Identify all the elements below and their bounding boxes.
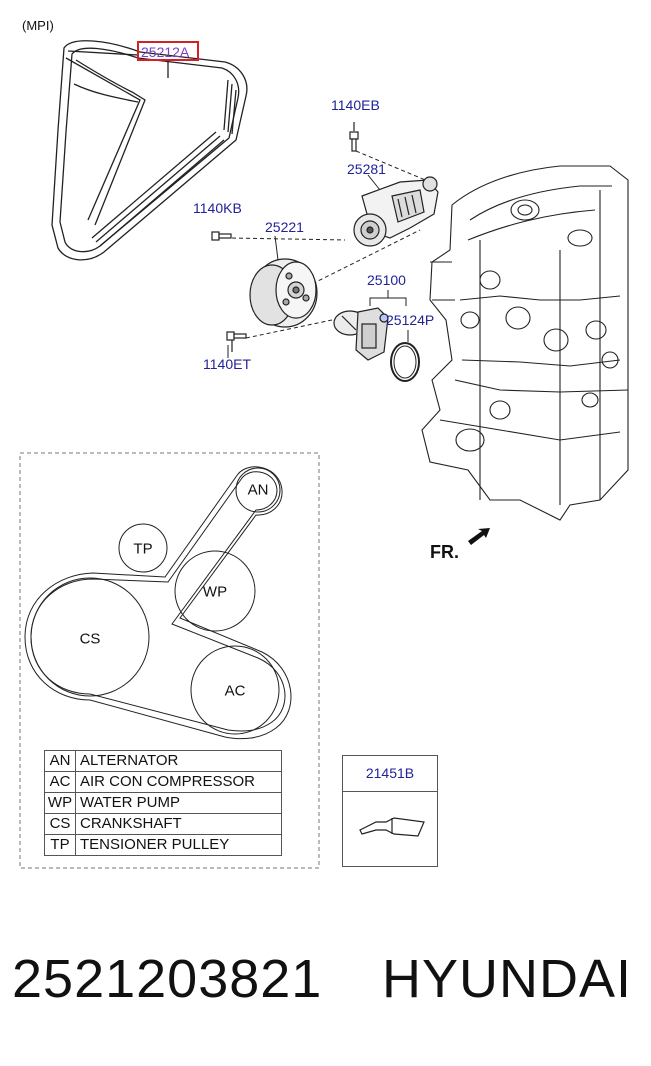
sealant-part-box: 21451B [342, 755, 438, 867]
legend-row: AC AIR CON COMPRESSOR [44, 771, 282, 793]
tensioner-assembly [353, 176, 439, 247]
bolt-1140eb [349, 122, 359, 152]
drive-belt [51, 40, 248, 261]
footer-brand: HYUNDAI [382, 949, 633, 1009]
pulley-label-cs: CS [79, 630, 101, 648]
pulley-legend-table: AN ALTERNATOR AC AIR CON COMPRESSOR WP W… [44, 750, 282, 856]
legend-abbr: CS [44, 813, 76, 835]
belt-routing-panel [19, 452, 320, 869]
callout-25221[interactable]: 25221 [265, 219, 304, 235]
engine-block [421, 165, 629, 521]
belt-routing-diagram [24, 466, 292, 740]
bolt-1140kb [211, 231, 232, 241]
front-arrow-icon [468, 528, 490, 545]
highlighted-part-number[interactable]: 25212A [141, 44, 190, 60]
sealant-part-number[interactable]: 21451B [343, 756, 437, 792]
sealant-tube-icon [359, 817, 425, 837]
water-pump [333, 307, 389, 361]
footer-part-number: 2521203821 [12, 949, 323, 1009]
legend-abbr: AC [44, 771, 76, 793]
callout-1140kb[interactable]: 1140KB [193, 200, 242, 216]
highlighted-part-box[interactable]: 25212A [137, 41, 199, 61]
pulley-wp [174, 550, 256, 632]
legend-row: AN ALTERNATOR [44, 750, 282, 772]
legend-row: WP WATER PUMP [44, 792, 282, 814]
front-marker: FR. [430, 542, 459, 562]
idler-pulley [249, 258, 318, 328]
legend-name: TENSIONER PULLEY [75, 834, 282, 856]
legend-name: CRANKSHAFT [75, 813, 282, 835]
callout-25124p[interactable]: 25124P [386, 312, 435, 328]
water-pump-gasket [390, 342, 420, 382]
leader-lines [227, 174, 409, 358]
pulley-label-tp: TP [133, 540, 153, 558]
legend-abbr: AN [44, 750, 76, 772]
legend-name: WATER PUMP [75, 792, 282, 814]
legend-name: ALTERNATOR [75, 750, 282, 772]
legend-row: CS CRANKSHAFT [44, 813, 282, 835]
legend-abbr: WP [44, 792, 76, 814]
legend-abbr: TP [44, 834, 76, 856]
pulley-label-ac: AC [224, 682, 246, 700]
pulley-label-an: AN [247, 481, 269, 499]
pulley-label-wp: WP [202, 583, 228, 601]
assembly-lines [231, 150, 431, 339]
legend-name: AIR CON COMPRESSOR [75, 771, 282, 793]
pulley-tp [118, 523, 168, 573]
callout-25100[interactable]: 25100 [367, 272, 406, 288]
callout-1140eb[interactable]: 1140EB [331, 97, 380, 113]
legend-row: TP TENSIONER PULLEY [44, 834, 282, 856]
pulley-an [235, 467, 281, 513]
pulley-ac [190, 645, 280, 735]
callout-1140et[interactable]: 1140ET [203, 356, 251, 372]
callout-25281[interactable]: 25281 [347, 161, 386, 177]
bolt-1140et [226, 331, 247, 352]
variant-label: (MPI) [22, 18, 54, 33]
